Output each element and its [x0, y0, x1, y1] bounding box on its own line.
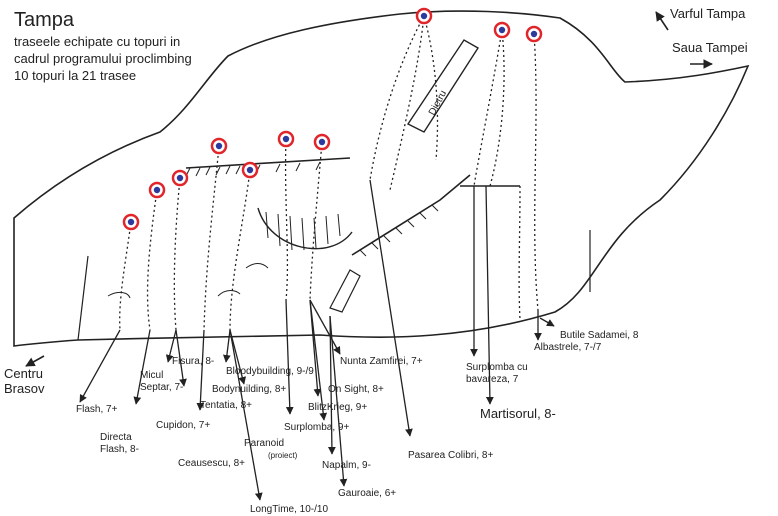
top-anchor-icon [277, 130, 295, 148]
route-label: On Sight, 8+ [328, 384, 384, 395]
ramp-hatching [359, 204, 439, 257]
route-label: Ceausescu, 8+ [178, 458, 245, 469]
top-anchor-icon [415, 7, 433, 25]
overhang-hatching [265, 211, 341, 251]
route-label: LongTime, 10-/10 [250, 504, 328, 515]
subtitle-line-2: cadrul programului proclimbing [14, 51, 192, 66]
route-label: Paranoid [244, 438, 284, 449]
subtitle-line-1: traseele echipate cu topuri in [14, 34, 180, 49]
central-overhang [257, 207, 353, 250]
small-roof-3 [245, 263, 269, 269]
top-anchor-icon [493, 21, 511, 39]
route-arrows [79, 179, 555, 501]
route-label: Surplomba, 9+ [284, 422, 349, 433]
ledge-left [185, 157, 351, 169]
ramp-line [351, 174, 471, 256]
route-label: Fisura, 8- [172, 356, 214, 367]
small-roof-1 [107, 291, 131, 299]
route-label: Bodynuilding, 8+ [212, 384, 286, 395]
direction-arrow-icon [655, 11, 669, 31]
route-label: Gauroaie, 6+ [338, 488, 396, 499]
route-label: Bloodybuilding, 9-/9 [226, 366, 314, 377]
route-label: Albastrele, 7-/7 [534, 342, 602, 353]
top-anchor-icon [122, 213, 140, 231]
summit-label: Varful Tampa [670, 6, 746, 21]
block-feature: Dietru [406, 39, 479, 133]
route-label: Cupidon, 7+ [156, 420, 210, 431]
small-roof-2 [217, 290, 241, 297]
direction-arrow-icon [25, 355, 45, 367]
route-label: Pasarea Colibri, 8+ [408, 450, 493, 461]
route-label: Flash, 7+ [76, 404, 118, 415]
title: Tampa [14, 9, 75, 31]
top-anchor-icon [313, 133, 331, 151]
subtitle-line-3: 10 topuri la 21 trasee [14, 68, 136, 83]
top-anchors [122, 7, 543, 231]
route-label: Napalm, 9- [322, 460, 371, 471]
left-crack [77, 255, 89, 341]
route-label: BlitzKrieg, 9+ [308, 402, 367, 413]
saddle-label: Saua Tampei [672, 40, 748, 55]
top-anchor-icon [148, 181, 166, 199]
flake-feature [329, 269, 361, 313]
route-label: (proiect) [268, 451, 298, 460]
top-anchor-icon [241, 161, 259, 179]
route-label: Martisorul, 8- [480, 406, 556, 421]
route-label: Butile Sadamei, 8 [560, 330, 639, 341]
top-anchor-icon [210, 137, 228, 155]
route-label: Nunta Zamfirei, 7+ [340, 356, 423, 367]
route-label: Tentatia, 8+ [200, 400, 252, 411]
top-anchor-icon [171, 169, 189, 187]
rock-face-outline [13, 10, 750, 347]
top-anchor-icon [525, 25, 543, 43]
route-lines [119, 15, 539, 331]
